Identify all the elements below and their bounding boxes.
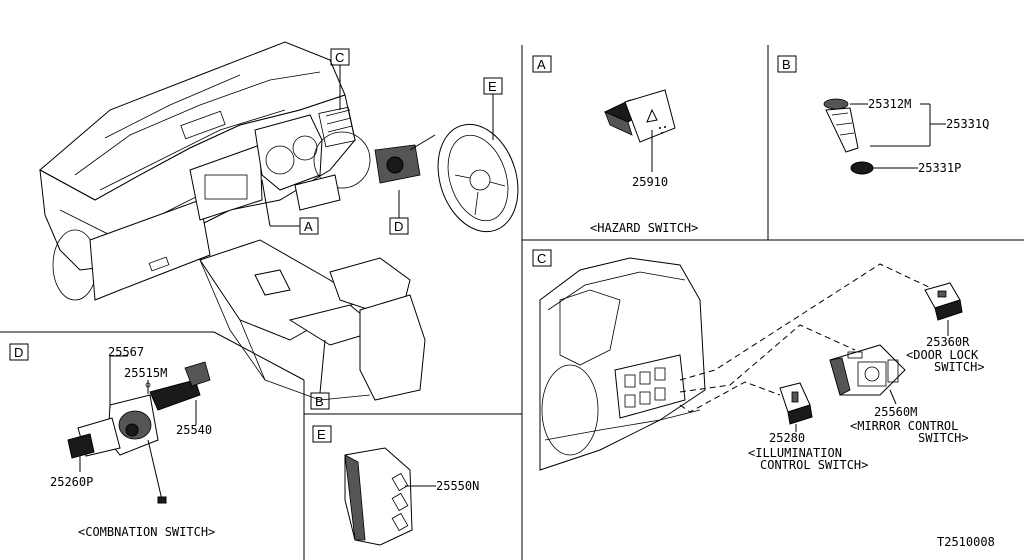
panel-C: C 25360R <DOOR LOCK SWITCH>	[532, 249, 985, 472]
main-tag-A-text: A	[304, 219, 313, 234]
combo-part-4: 25260P	[50, 475, 93, 489]
main-tag-B-text: B	[315, 394, 324, 409]
illum-part-number: 25280	[769, 431, 805, 445]
illumination-switch-illustration	[779, 382, 813, 425]
hazard-switch-illustration	[603, 89, 676, 143]
panel-C-letter: C	[537, 251, 546, 266]
cigarette-lighter-illustration	[823, 98, 874, 175]
lighter-part-2: 25331Q	[946, 117, 989, 131]
combo-part-2: 25515M	[124, 366, 167, 380]
panel-B: B 25312M 25331Q 25331P	[777, 55, 989, 175]
mirror-label-2: SWITCH>	[918, 431, 969, 445]
combo-part-3: 25540	[176, 423, 212, 437]
main-tag-E: E	[483, 77, 503, 140]
illum-label-1: <ILLUMINATION	[748, 446, 842, 460]
hazard-caption: <HAZARD SWITCH>	[590, 221, 698, 235]
door-lock-label-1: <DOOR LOCK	[906, 348, 979, 362]
door-lock-label-2: SWITCH>	[934, 360, 985, 374]
panel-D-letter: D	[14, 345, 23, 360]
dashboard-illustration	[39, 41, 519, 401]
hazard-part-number: 25910	[632, 175, 668, 189]
panel-A: A 25910 <HAZARD SWITCH>	[532, 55, 698, 235]
main-tag-A: A	[261, 179, 319, 235]
panel-D: D 25567 25515M 25540 25260P <COMBNATION …	[9, 343, 215, 539]
combo-caption: <COMBNATION SWITCH>	[78, 525, 215, 539]
steering-switch-illustration	[344, 447, 413, 546]
main-tag-E-text: E	[488, 79, 497, 94]
lighter-part-3: 25331P	[918, 161, 961, 175]
diagram-code: T2510008	[937, 535, 995, 549]
main-tag-C: C	[330, 48, 350, 110]
panel-B-letter: B	[782, 57, 791, 72]
main-tag-D-text: D	[394, 219, 403, 234]
illum-label-2: CONTROL SWITCH>	[760, 458, 868, 472]
combination-switch-illustration	[67, 361, 211, 504]
panel-A-letter: A	[537, 57, 546, 72]
mirror-control-switch-illustration	[829, 344, 906, 396]
mirror-label-1: <MIRROR CONTROL	[850, 419, 958, 433]
panel-dividers	[0, 45, 1024, 560]
mirror-part-number: 25560M	[874, 405, 917, 419]
panel-E-letter: E	[317, 427, 326, 442]
lighter-part-1: 25312M	[868, 97, 911, 111]
main-tag-D: D	[389, 190, 409, 235]
main-tag-C-text: C	[335, 50, 344, 65]
steering-switch-part-number: 25550N	[436, 479, 479, 493]
door-lock-part-number: 25360R	[926, 335, 970, 349]
door-lock-switch-illustration	[924, 282, 963, 321]
combo-part-1: 25567	[108, 345, 144, 359]
dash-switch-area-illustration	[539, 257, 706, 471]
main-tag-B: B	[310, 339, 330, 410]
panel-E: E 25550N	[312, 425, 479, 546]
